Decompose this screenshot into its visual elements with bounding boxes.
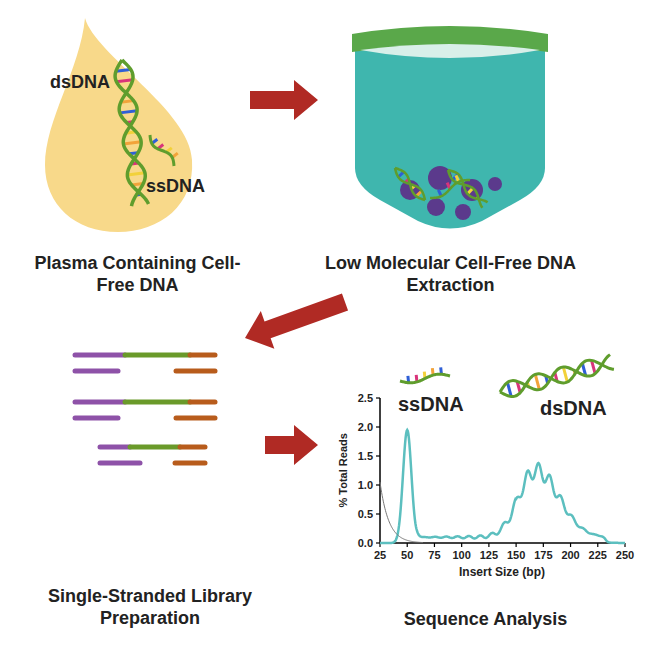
tick-mark — [570, 543, 571, 547]
axis-title: % Total Reads — [337, 433, 350, 507]
dna-strand — [119, 60, 148, 204]
dna-strand — [150, 135, 174, 166]
dna-helices — [115, 60, 614, 397]
tick-mark — [516, 543, 517, 547]
x-tick-label: 225 — [589, 549, 607, 562]
column-body — [355, 48, 545, 229]
step-caption: Low Molecular Cell-Free DNA Extraction — [318, 252, 583, 296]
tick-mark — [376, 513, 380, 514]
base-pair — [127, 173, 145, 175]
step-panel: Low Molecular Cell-Free DNA Extraction — [318, 12, 583, 302]
x-tick-label: 100 — [452, 549, 470, 562]
dna-label: dsDNA — [50, 72, 110, 93]
dna-strand — [430, 180, 470, 198]
x-tick-label: 25 — [374, 549, 386, 562]
base-pair — [120, 111, 137, 113]
x-tick-label: 75 — [428, 549, 440, 562]
read-curve — [380, 430, 625, 543]
base-pair — [123, 142, 141, 144]
library-fragments — [75, 355, 215, 463]
tick-mark — [434, 543, 435, 547]
tick-mark — [376, 397, 380, 398]
axis-title: Insert Size (bp) — [459, 566, 545, 580]
plasma-drop — [45, 18, 192, 232]
x-tick-label: 250 — [616, 549, 634, 562]
step-caption: Sequence Analysis — [318, 608, 653, 630]
dna-strand — [500, 360, 614, 396]
tick-mark — [376, 484, 380, 485]
step-panel: Single-Stranded Library Preparation — [35, 338, 265, 635]
tick-mark — [407, 543, 408, 547]
x-tick-label: 175 — [534, 549, 552, 562]
peak-label: dsDNA — [540, 397, 607, 420]
tick-mark — [488, 543, 489, 547]
x-tick-label: 200 — [561, 549, 579, 562]
x-tick-label: 50 — [401, 549, 413, 562]
step-panel: Plasma Containing Cell-Free DNA — [25, 12, 250, 302]
flow-arrow — [245, 294, 348, 349]
dna-label: ssDNA — [146, 176, 205, 197]
y-tick-label: 2.0 — [358, 421, 373, 434]
dna-strand — [395, 168, 425, 200]
step-caption: Plasma Containing Cell-Free DNA — [25, 252, 250, 296]
control-curve — [380, 482, 423, 542]
dna-strand — [395, 168, 425, 200]
y-tick-label: 2.5 — [358, 392, 373, 405]
silica-beads — [400, 166, 502, 220]
y-tick-label: 1.0 — [358, 479, 373, 492]
y-tick-label: 0.5 — [358, 508, 373, 521]
column-inner — [360, 44, 540, 58]
peak-label: ssDNA — [398, 393, 464, 416]
base-pair — [535, 374, 539, 389]
tick-mark — [376, 426, 380, 427]
dna-strand — [400, 374, 450, 383]
base-pair — [563, 367, 567, 382]
tick-mark — [543, 543, 544, 547]
insert-size-chart — [376, 398, 625, 547]
tick-mark — [597, 543, 598, 547]
dna-strand — [500, 355, 610, 392]
tick-mark — [376, 455, 380, 456]
x-tick-label: 125 — [480, 549, 498, 562]
tick-mark — [461, 543, 462, 547]
base-pair — [116, 80, 132, 82]
x-tick-label: 150 — [507, 549, 525, 562]
y-axis — [379, 398, 381, 543]
y-tick-label: 0.0 — [358, 537, 373, 550]
flow-arrow — [250, 80, 318, 120]
step-caption: Single-Stranded Library Preparation — [35, 585, 265, 629]
flow-arrow — [265, 425, 318, 465]
y-tick-label: 1.5 — [358, 450, 373, 463]
